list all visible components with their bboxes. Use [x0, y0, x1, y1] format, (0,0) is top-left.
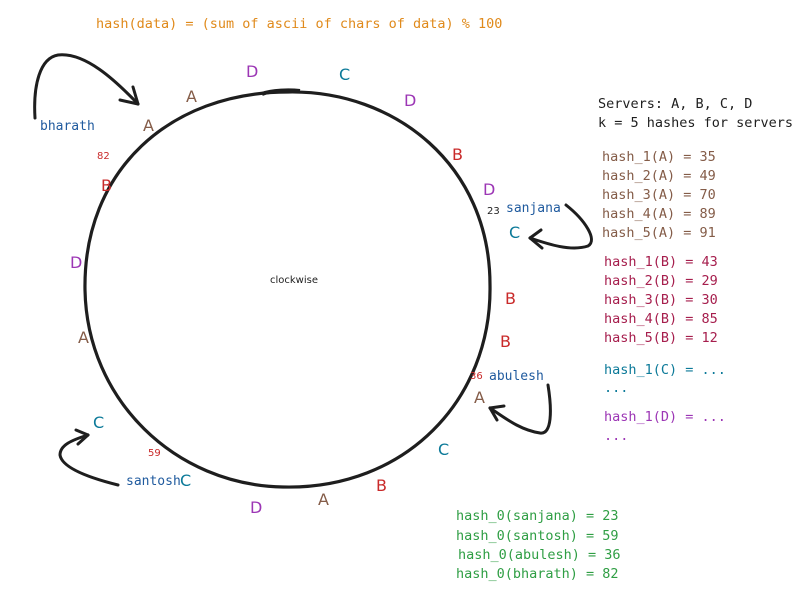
- key-bharath: bharath: [40, 119, 95, 134]
- hash0-abulesh: hash_0(abulesh) = 36: [458, 547, 621, 563]
- key-abulesh: abulesh: [489, 369, 544, 384]
- ring-label-b: B: [101, 176, 112, 195]
- bharath-arrow: [33, 53, 140, 120]
- ring-label-a: A: [474, 388, 485, 407]
- hash-b-1: hash_1(B) = 43: [604, 254, 718, 270]
- hash0-santosh: hash_0(santosh) = 59: [456, 528, 619, 544]
- hash-b-3: hash_3(B) = 30: [604, 292, 718, 308]
- ring-label-d: D: [70, 253, 83, 272]
- hash-d-1: hash_1(D) = ...: [604, 409, 726, 425]
- ring-label-d: D: [483, 180, 496, 199]
- ring-label-a: A: [78, 328, 89, 347]
- ring-position-36: 36: [470, 371, 483, 382]
- hash-formula: hash(data) = (sum of ascii of chars of d…: [96, 16, 503, 32]
- k-line: k = 5 hashes for servers: [598, 115, 794, 131]
- hash-b-4: hash_4(B) = 85: [604, 311, 718, 327]
- hash-a-4: hash_4(A) = 89: [602, 206, 716, 222]
- ring-label-b: B: [500, 332, 511, 351]
- ring-position-82: 82: [97, 151, 110, 162]
- ring-label-c: C: [438, 440, 450, 459]
- ring-position-23: 23: [487, 206, 500, 217]
- hash-b-2: hash_2(B) = 29: [604, 273, 718, 289]
- servers-header: Servers: A, B, C, D: [598, 96, 753, 112]
- ring-center-label: clockwise: [270, 275, 319, 286]
- key-sanjana: sanjana: [506, 201, 561, 216]
- hash0-sanjana: hash_0(sanjana) = 23: [456, 508, 619, 524]
- ring-overdraw: [261, 88, 301, 96]
- ring-label-a: A: [318, 490, 329, 509]
- key-santosh: santosh: [126, 474, 181, 489]
- ring-label-c: C: [339, 65, 351, 84]
- sanjana-arrow: [528, 203, 593, 250]
- ring-label-d: D: [404, 91, 417, 110]
- hash-c-ellipsis: ...: [604, 380, 629, 396]
- hash-a-2: hash_2(A) = 49: [602, 168, 716, 184]
- hash-ring: [83, 90, 492, 489]
- santosh-arrow: [58, 428, 120, 487]
- ring-label-a: A: [186, 87, 197, 106]
- ring-label-d: D: [250, 498, 263, 517]
- ring-label-b: B: [376, 476, 387, 495]
- ring-label-a: A: [143, 116, 154, 135]
- hash-d-ellipsis: ...: [604, 428, 629, 444]
- ring-position-59: 59: [148, 448, 161, 459]
- ring-label-b: B: [505, 289, 516, 308]
- hash-c-1: hash_1(C) = ...: [604, 362, 726, 378]
- ring-label-d: D: [246, 62, 259, 81]
- ring-label-c: C: [180, 471, 192, 490]
- ring-label-c: C: [509, 223, 521, 242]
- hash-a-5: hash_5(A) = 91: [602, 225, 716, 241]
- hash-a-3: hash_3(A) = 70: [602, 187, 716, 203]
- hash0-bharath: hash_0(bharath) = 82: [456, 566, 619, 582]
- abulesh-arrow: [488, 383, 552, 435]
- ring-label-c: C: [93, 413, 105, 432]
- hash-b-5: hash_5(B) = 12: [604, 330, 718, 346]
- hash-a-1: hash_1(A) = 35: [602, 149, 716, 165]
- ring-label-b: B: [452, 145, 463, 164]
